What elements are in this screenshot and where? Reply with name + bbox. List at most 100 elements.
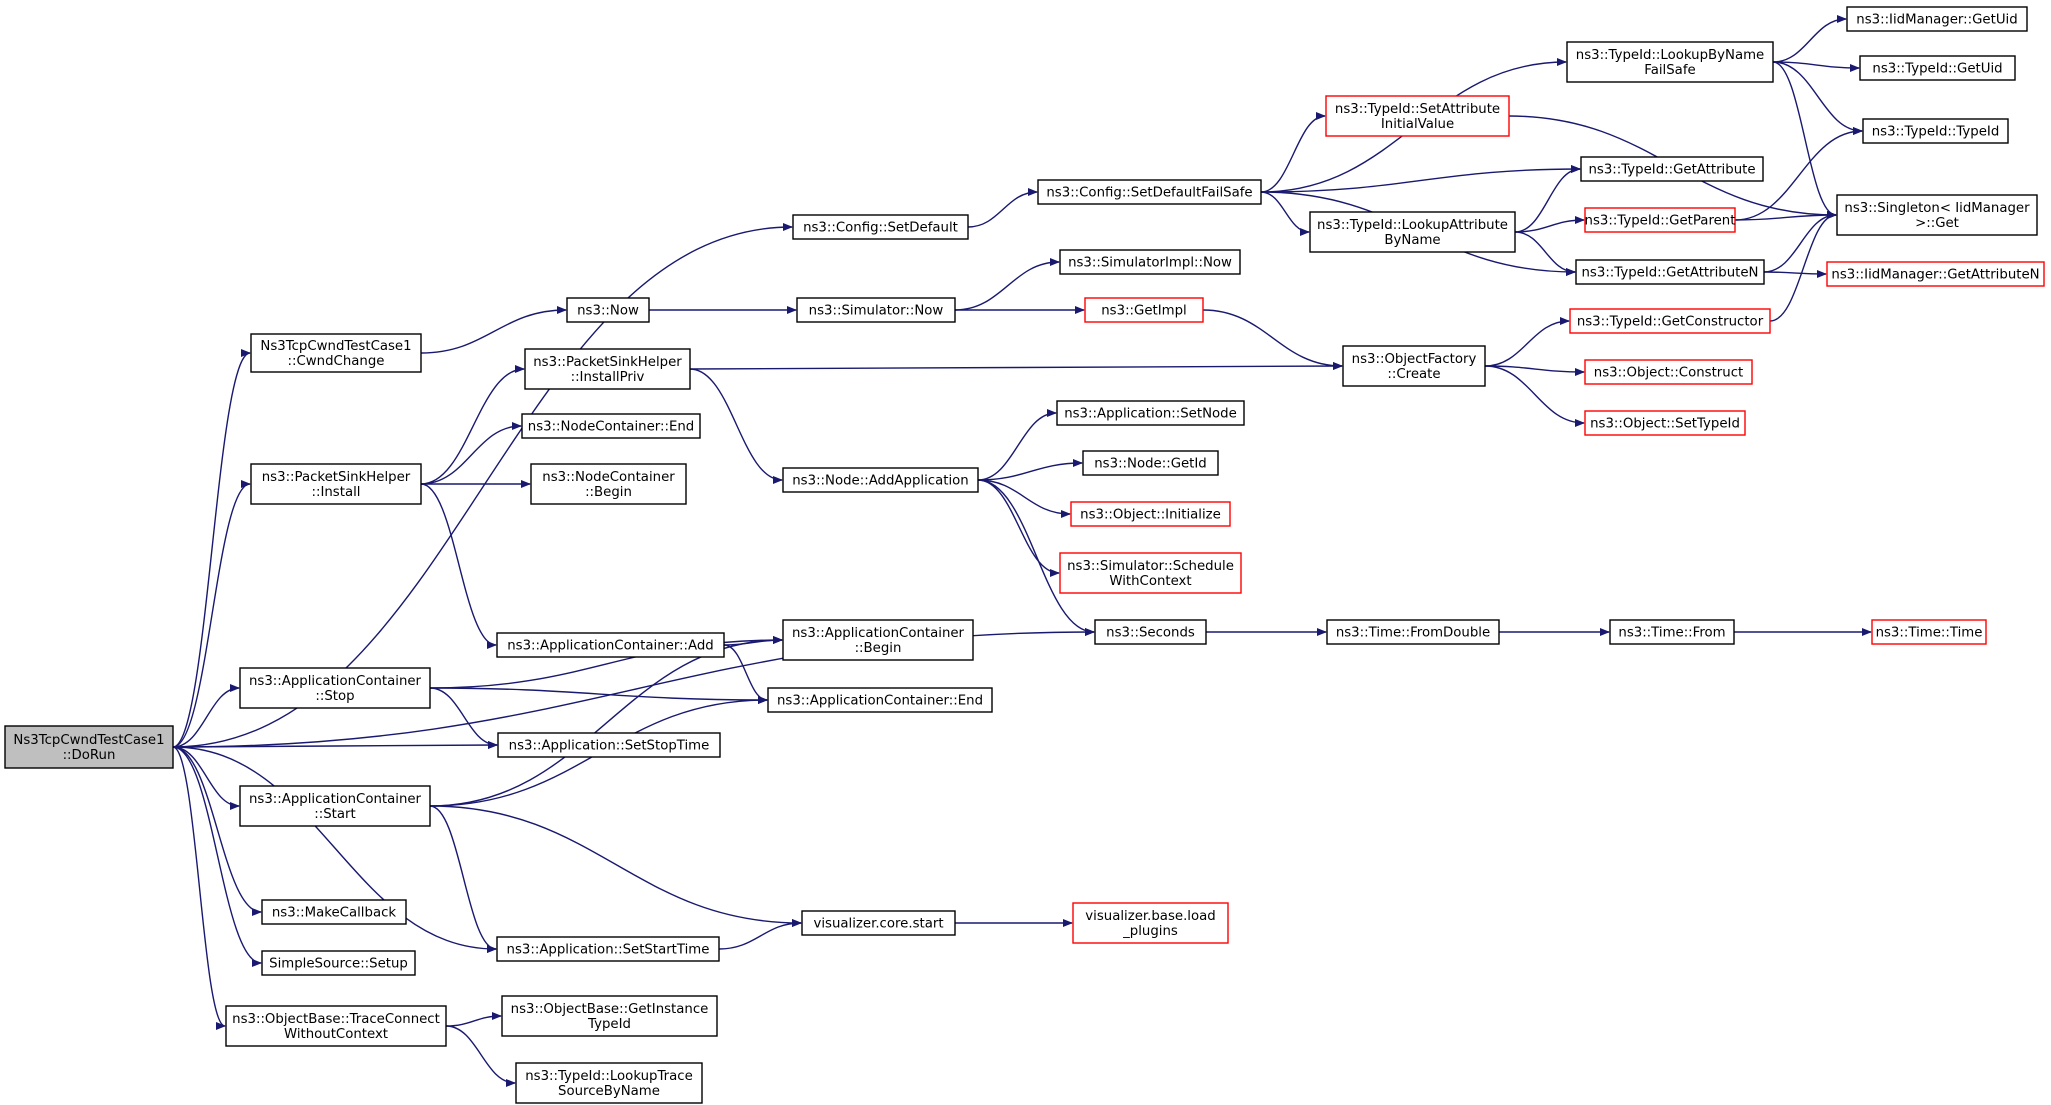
edge-tid_getattributen-to-singleton_get: [1763, 211, 1837, 273]
node-time_fromdouble[interactable]: ns3::Time::FromDouble: [1326, 619, 1500, 645]
node-label: InitialValue: [1381, 117, 1454, 132]
node-tid_getuid[interactable]: ns3::TypeId::GetUid: [1859, 55, 2016, 81]
node-make_callback[interactable]: ns3::MakeCallback: [261, 899, 407, 925]
node-obj_settypeid[interactable]: ns3::Object::SetTypeId: [1584, 410, 1746, 436]
node-box: [767, 687, 993, 713]
node-sim_now[interactable]: ns3::Simulator::Now: [796, 297, 956, 323]
node-label: ns3::TypeId::GetConstructor: [1577, 315, 1764, 330]
node-box: [515, 1062, 703, 1104]
node-label: ns3::TypeId::GetUid: [1872, 62, 2002, 77]
node-ac_stop[interactable]: ns3::ApplicationContainer::Stop: [239, 667, 431, 709]
node-label: ns3::Application::SetStartTime: [507, 943, 710, 958]
edge-app_setstarttime-to-viz_core_start: [718, 919, 802, 950]
node-box: [524, 348, 691, 390]
node-config_setdefaultfailsafe[interactable]: ns3::Config::SetDefaultFailSafe: [1037, 179, 1262, 205]
node-box: [1609, 619, 1735, 645]
node-label: visualizer.core.start: [813, 917, 943, 932]
node-ac_end[interactable]: ns3::ApplicationContainer::End: [767, 687, 993, 713]
node-getimpl[interactable]: ns3::GetImpl: [1084, 297, 1204, 323]
node-viz_core_start[interactable]: visualizer.core.start: [801, 910, 956, 936]
node-nc_end[interactable]: ns3::NodeContainer::End: [521, 413, 701, 439]
node-label: ns3::GetImpl: [1101, 304, 1186, 319]
node-objfactory_create[interactable]: ns3::ObjectFactory::Create: [1342, 345, 1486, 387]
node-psh_install[interactable]: ns3::PacketSinkHelper::Install: [250, 463, 422, 505]
node-tid_getconstructor[interactable]: ns3::TypeId::GetConstructor: [1569, 308, 1771, 334]
edge-tid_getparent-to-singleton_get: [1734, 211, 1837, 221]
edge-trace_connect-to-tid_lookuptrace: [445, 1025, 516, 1087]
edge-ac_start-to-ac_begin: [429, 636, 783, 807]
node-box: [1569, 308, 1771, 334]
node-box: [530, 463, 687, 505]
node-box: [261, 899, 407, 925]
edge-dorun-to-ac_start: [172, 746, 240, 810]
node-label: ns3::IidManager::GetUid: [1856, 13, 2017, 28]
node-box: [239, 785, 431, 827]
node-simimpl_now[interactable]: ns3::SimulatorImpl::Now: [1059, 249, 1241, 275]
node-label: ::InstallPriv: [571, 370, 645, 385]
edge-ac_start-to-viz_core_start: [429, 805, 802, 927]
node-box: [1070, 501, 1231, 527]
node-cwnd_change[interactable]: Ns3TcpCwndTestCase1::CwndChange: [250, 333, 422, 373]
edge-tid_lookupbynamefailsafe-to-tid_getuid: [1772, 61, 1860, 72]
edge-node_addapp-to-app_setnode: [977, 409, 1057, 481]
node-psh_installpriv[interactable]: ns3::PacketSinkHelper::InstallPriv: [524, 348, 691, 390]
edge-objfactory_create-to-obj_settypeid: [1484, 365, 1585, 427]
node-app_setstarttime[interactable]: ns3::Application::SetStartTime: [496, 936, 720, 962]
node-simplesource_setup[interactable]: SimpleSource::Setup: [261, 950, 416, 976]
node-label: ns3::Config::SetDefaultFailSafe: [1046, 186, 1252, 201]
node-ac_start[interactable]: ns3::ApplicationContainer::Start: [239, 785, 431, 827]
node-tid_getparent[interactable]: ns3::TypeId::GetParent: [1584, 207, 1736, 233]
edge-ac_add-to-ac_end: [723, 644, 768, 704]
node-label: ns3::TypeId::LookupByName: [1576, 48, 1764, 63]
node-time_time[interactable]: ns3::Time::Time: [1871, 619, 1987, 645]
node-iidm_getattributen[interactable]: ns3::IidManager::GetAttributeN: [1826, 261, 2045, 287]
edge-config_setdefaultfailsafe-to-tid_getattribute: [1260, 165, 1581, 193]
node-obj_construct[interactable]: ns3::Object::Construct: [1584, 359, 1753, 385]
edge-psh_installpriv-to-objfactory_create: [689, 362, 1343, 371]
edge-sim_now-to-simimpl_now: [954, 258, 1060, 311]
node-app_setstoptime[interactable]: ns3::Application::SetStopTime: [497, 732, 721, 758]
node-box: [1584, 359, 1753, 385]
node-label: ns3::PacketSinkHelper: [262, 470, 411, 485]
node-node_getid[interactable]: ns3::Node::GetId: [1082, 450, 1219, 476]
node-box: [225, 1005, 447, 1047]
node-label: ns3::Application::SetStopTime: [509, 739, 710, 754]
node-label: WithContext: [1109, 574, 1191, 589]
node-app_setnode[interactable]: ns3::Application::SetNode: [1056, 400, 1245, 426]
node-label: TypeId: [587, 1017, 631, 1032]
node-singleton_get[interactable]: ns3::Singleton< IidManager >::Get: [1836, 194, 2038, 236]
node-box: [792, 214, 969, 240]
node-box: [497, 732, 721, 758]
node-viz_base_load[interactable]: visualizer.base.load_plugins: [1072, 902, 1229, 944]
node-nc_begin[interactable]: ns3::NodeContainer::Begin: [530, 463, 687, 505]
node-node_addapp[interactable]: ns3::Node::AddApplication: [782, 467, 979, 493]
edge-tid_getattributen-to-iidm_getattributen: [1763, 269, 1827, 278]
node-ac_begin[interactable]: ns3::ApplicationContainer::Begin: [782, 619, 974, 661]
node-label: ns3::Object::Initialize: [1080, 508, 1221, 523]
node-dorun[interactable]: Ns3TcpCwndTestCase1::DoRun: [4, 725, 174, 769]
node-label: FailSafe: [1644, 63, 1695, 78]
node-label: ns3::Config::SetDefault: [803, 221, 958, 236]
node-time_from[interactable]: ns3::Time::From: [1609, 619, 1735, 645]
node-obj_initialize[interactable]: ns3::Object::Initialize: [1070, 501, 1231, 527]
node-config_setdefault[interactable]: ns3::Config::SetDefault: [792, 214, 969, 240]
node-tid_getattribute[interactable]: ns3::TypeId::GetAttribute: [1580, 156, 1764, 182]
node-tid_getattributen[interactable]: ns3::TypeId::GetAttributeN: [1575, 259, 1765, 285]
node-ac_add[interactable]: ns3::ApplicationContainer::Add: [496, 632, 725, 658]
node-box: [496, 632, 725, 658]
node-box: [1059, 552, 1242, 594]
node-tid_typeid[interactable]: ns3::TypeId::TypeId: [1862, 118, 2009, 144]
edge-config_setdefaultfailsafe-to-tid_lookupattrbyname: [1260, 191, 1310, 236]
node-seconds[interactable]: ns3::Seconds: [1094, 619, 1207, 645]
node-label: ns3::Application::SetNode: [1064, 407, 1237, 422]
node-iidm_getuid[interactable]: ns3::IidManager::GetUid: [1846, 6, 2028, 32]
edge-objfactory_create-to-tid_getconstructor: [1484, 317, 1570, 367]
node-trace_connect[interactable]: ns3::ObjectBase::TraceConnectWithoutCont…: [225, 1005, 447, 1047]
node-ns3_now[interactable]: ns3::Now: [566, 297, 650, 323]
